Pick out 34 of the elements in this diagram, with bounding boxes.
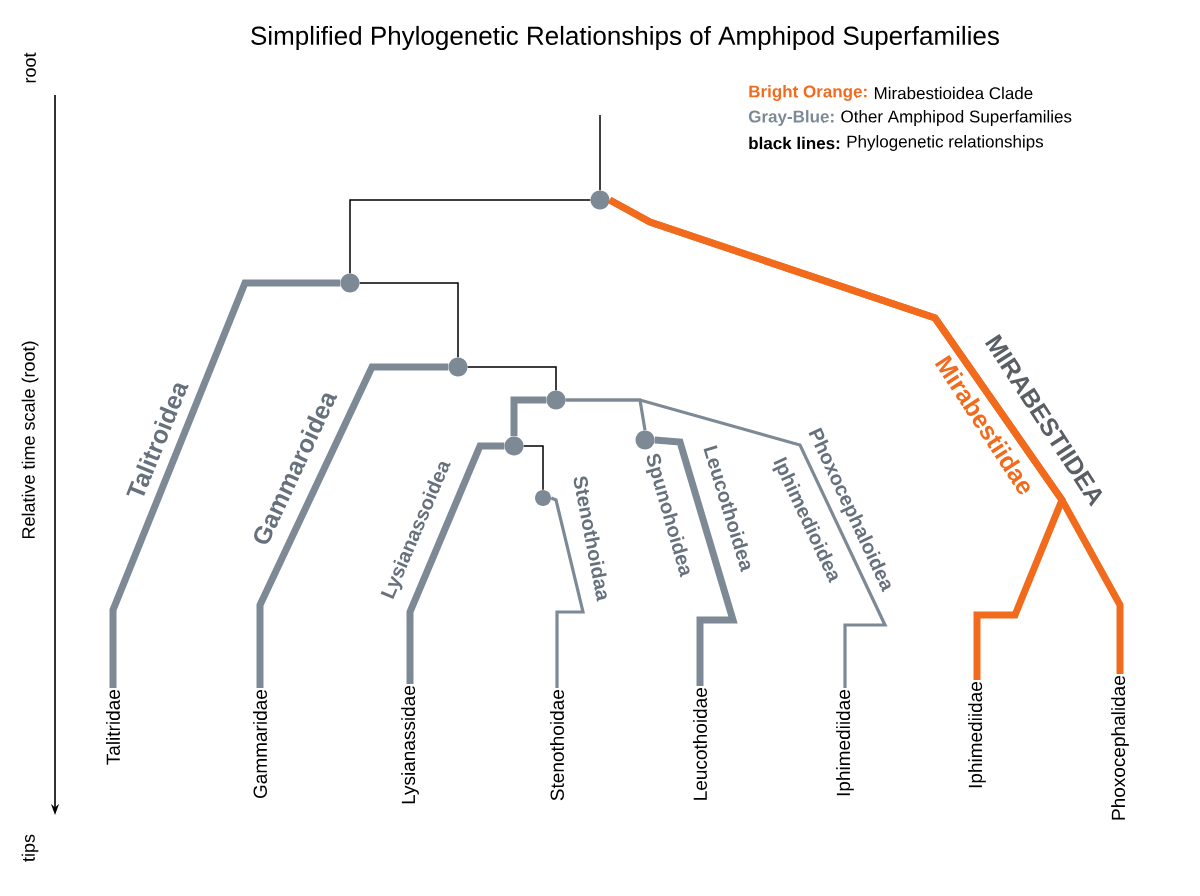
branch-node: [635, 430, 655, 450]
legend-key: Gray-Blue:: [748, 110, 834, 126]
branch-line: [510, 396, 547, 437]
branch-line: [599, 114, 601, 192]
branch-node: [504, 436, 524, 456]
clade-label: Stenothoidaa: [573, 476, 607, 602]
legend-text: Phylogenetic relationships: [847, 135, 1044, 151]
axis-label: Relative time scale (root): [21, 341, 39, 539]
branch-node: [590, 190, 610, 210]
branch-node: [448, 357, 468, 377]
tip-label: Phoxocephalidae: [1111, 676, 1129, 820]
branch-node: [546, 390, 566, 410]
tip-label: Gammaridae: [253, 690, 267, 799]
branch-line: [358, 282, 459, 359]
axis-label: root: [24, 52, 36, 83]
tip-label: Iphimediidae: [836, 690, 854, 796]
legend-key: black lines:: [749, 136, 840, 150]
tip-label: Talitridae: [106, 690, 120, 765]
legend-text: Other Amphipod Superfamilies: [841, 110, 1072, 126]
branch-line: [466, 366, 557, 392]
tip-label: Lysianassidae: [401, 686, 419, 804]
branch-line: [522, 445, 544, 491]
axis-label: tips: [21, 834, 39, 862]
tip-label: Stenothoidae: [550, 690, 564, 801]
branch-node: [535, 490, 551, 506]
branch-line: [550, 496, 586, 688]
title: Simplified Phylogenetic Relationships of Amphipod Superfamilies: [251, 25, 999, 51]
legend-text: Mirabestioidea Clade: [874, 86, 1033, 100]
legend-key: Bright Orange:: [749, 85, 867, 101]
branch-node: [340, 273, 360, 293]
branch-line: [565, 398, 888, 688]
tip-label: Leucothoidae: [693, 688, 707, 800]
branch-line: [349, 199, 592, 275]
tip-label: Iphimediidae: [968, 682, 986, 788]
